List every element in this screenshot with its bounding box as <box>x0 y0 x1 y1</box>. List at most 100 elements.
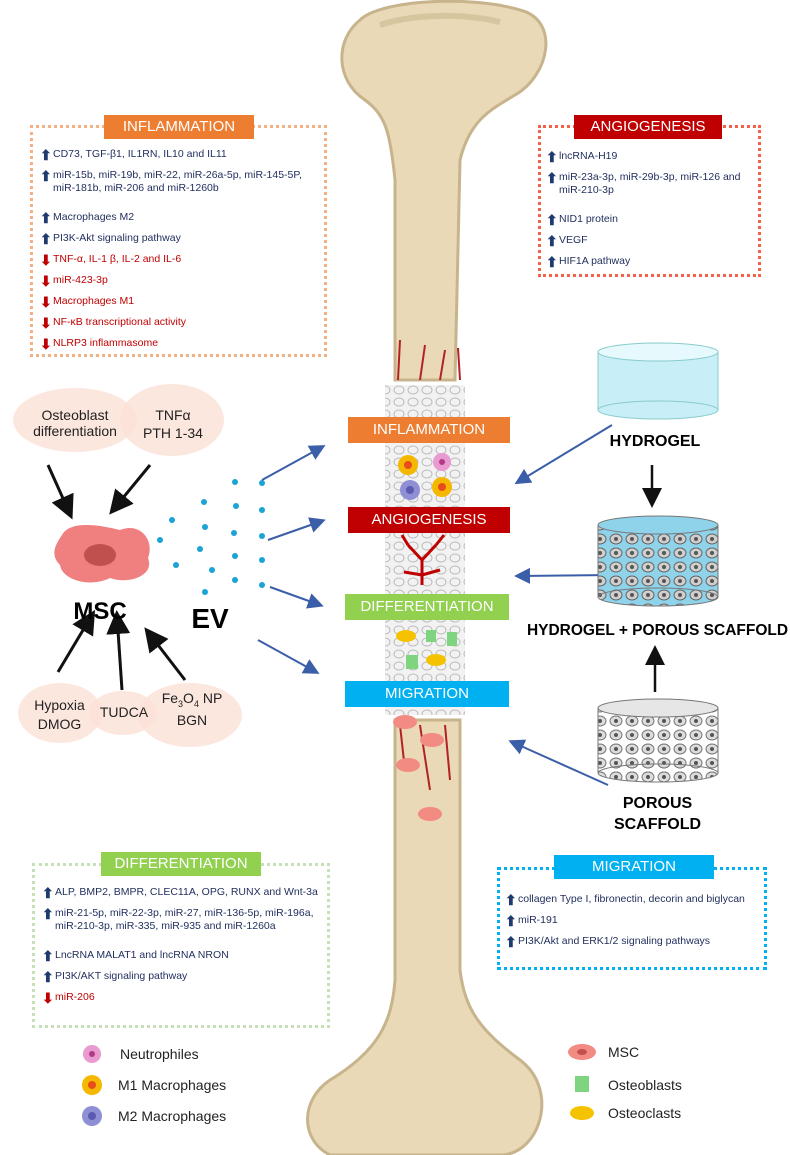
legend-osteoblasts: Osteoblasts <box>608 1077 682 1093</box>
down-arrow-icon: ⬇ <box>40 337 52 351</box>
item-text: miR-21-5p, miR-22-3p, miR-27, miR-136-5p… <box>55 907 314 932</box>
migration-item: ⬆miR-191 <box>505 914 763 927</box>
legend-m2-macrophages: M2 Macrophages <box>118 1108 226 1124</box>
hypoxia-label: Hypoxia <box>22 697 97 713</box>
differentiation-item: ⬆LncRNA MALAT1 and lncRNA NRON <box>42 949 326 962</box>
bgn-label: BGN <box>152 712 232 728</box>
stage-angiogenesis: ANGIOGENESIS <box>348 507 510 533</box>
differentiation-item: ⬆PI3K/AKT signaling pathway <box>42 970 326 983</box>
tnf-alpha-label: TNFα <box>138 407 208 423</box>
tudca-label: TUDCA <box>94 704 154 720</box>
fe3o4-np: NP <box>199 690 222 706</box>
dmog-label: DMOG <box>22 716 97 732</box>
angiogenesis-item: ⬆NID1 protein <box>546 213 758 226</box>
up-arrow-icon: ⬆ <box>505 893 517 907</box>
msc-label: MSC <box>60 598 140 626</box>
item-text: PI3K/AKT signaling pathway <box>55 970 187 982</box>
hydrogel-scaffold-cylinder <box>598 516 718 606</box>
item-text: ALP, BMP2, BMPR, CLEC11A, OPG, RUNX and … <box>55 886 318 898</box>
pth-label: PTH 1-34 <box>128 425 218 441</box>
item-text: PI3K-Akt signaling pathway <box>53 232 181 244</box>
differentiation-panel-title: DIFFERENTIATION <box>101 852 261 876</box>
inflammation-item: ⬇TNF-α, IL-1 β, IL-2 and IL-6 <box>40 253 322 266</box>
item-text: TNF-α, IL-1 β, IL-2 and IL-6 <box>53 253 181 265</box>
up-arrow-icon: ⬆ <box>40 211 52 225</box>
hydrogel-cylinder <box>598 343 718 419</box>
item-text: collagen Type I, fibronectin, decorin an… <box>518 893 745 905</box>
angiogenesis-item: ⬆VEGF <box>546 234 758 247</box>
up-arrow-icon: ⬆ <box>546 150 558 164</box>
differentiation-item: ⬆miR-21-5p, miR-22-3p, miR-27, miR-136-5… <box>42 907 326 933</box>
up-arrow-icon: ⬆ <box>505 935 517 949</box>
up-arrow-icon: ⬆ <box>42 886 54 900</box>
differentiation-item: ⬇miR-206 <box>42 991 326 1004</box>
down-arrow-icon: ⬇ <box>40 253 52 267</box>
porous-scaffold-label-line2: SCAFFOLD <box>605 816 710 834</box>
ev-label: EV <box>180 603 240 635</box>
item-text: PI3K/Akt and ERK1/2 signaling pathways <box>518 935 710 947</box>
stage-differentiation: DIFFERENTIATION <box>345 594 509 620</box>
angiogenesis-panel-title: ANGIOGENESIS <box>574 115 722 139</box>
fe3o4-fe: Fe <box>162 690 178 706</box>
down-arrow-icon: ⬇ <box>40 295 52 309</box>
stage-migration: MIGRATION <box>345 681 509 707</box>
item-text: miR-191 <box>518 914 558 926</box>
inflammation-item: ⬇miR-423-3p <box>40 274 322 287</box>
up-arrow-icon: ⬆ <box>546 171 558 185</box>
inflammation-item: ⬇Macrophages M1 <box>40 295 322 308</box>
up-arrow-icon: ⬆ <box>42 970 54 984</box>
legend-neutrophiles: Neutrophiles <box>120 1046 199 1062</box>
angiogenesis-item: ⬆miR-23a-3p, miR-29b-3p, miR-126 and miR… <box>546 171 758 197</box>
down-arrow-icon: ⬇ <box>40 274 52 288</box>
migration-panel-title: MIGRATION <box>554 855 714 879</box>
inflammation-item: ⬆PI3K-Akt signaling pathway <box>40 232 322 245</box>
differentiation-item: ⬆ALP, BMP2, BMPR, CLEC11A, OPG, RUNX and… <box>42 886 326 899</box>
ev-dots <box>157 479 265 595</box>
angiogenesis-item: ⬆HIF1A pathway <box>546 255 758 268</box>
hydrogel-porous-scaffold-label: HYDROGEL + POROUS SCAFFOLD <box>525 622 790 640</box>
item-text: NF-κB transcriptional activity <box>53 316 186 328</box>
porous-scaffold-cylinder <box>598 699 718 782</box>
hydrogel-label: HYDROGEL <box>590 433 720 451</box>
item-text: miR-423-3p <box>53 274 108 286</box>
fe3o4-label: Fe3O4 NP <box>152 690 232 712</box>
up-arrow-icon: ⬆ <box>40 169 52 183</box>
item-text: NID1 protein <box>559 213 618 225</box>
porous-scaffold-label-line1: POROUS <box>605 795 710 813</box>
item-text: miR-23a-3p, miR-29b-3p, miR-126 and miR-… <box>559 171 741 196</box>
item-text: VEGF <box>559 234 588 246</box>
inflammation-panel-title: INFLAMMATION <box>104 115 254 139</box>
legend-osteoclasts: Osteoclasts <box>608 1105 681 1121</box>
up-arrow-icon: ⬆ <box>546 234 558 248</box>
legend-msc: MSC <box>608 1044 639 1060</box>
up-arrow-icon: ⬆ <box>546 255 558 269</box>
angiogenesis-item: ⬆lncRNA-H19 <box>546 150 758 163</box>
item-text: miR-15b, miR-19b, miR-22, miR-26a-5p, mi… <box>53 169 302 194</box>
inflammation-item: ⬇NLRP3 inflammasome <box>40 337 322 350</box>
inflammation-item: ⬆Macrophages M2 <box>40 211 322 224</box>
up-arrow-icon: ⬆ <box>42 907 54 921</box>
item-text: HIF1A pathway <box>559 255 630 267</box>
msc-cell <box>54 525 149 582</box>
down-arrow-icon: ⬇ <box>40 316 52 330</box>
item-text: miR-206 <box>55 991 95 1003</box>
item-text: Macrophages M2 <box>53 211 134 223</box>
migration-item: ⬆PI3K/Akt and ERK1/2 signaling pathways <box>505 935 763 948</box>
legend-m1-macrophages: M1 Macrophages <box>118 1077 226 1093</box>
item-text: NLRP3 inflammasome <box>53 337 158 349</box>
item-text: CD73, TGF-β1, IL1RN, IL10 and IL11 <box>53 148 227 160</box>
item-text: Macrophages M1 <box>53 295 134 307</box>
migration-item: ⬆collagen Type I, fibronectin, decorin a… <box>505 893 763 906</box>
item-text: lncRNA-H19 <box>559 150 617 162</box>
up-arrow-icon: ⬆ <box>546 213 558 227</box>
inflammation-item: ⬆CD73, TGF-β1, IL1RN, IL10 and IL11 <box>40 148 322 161</box>
item-text: LncRNA MALAT1 and lncRNA NRON <box>55 949 229 961</box>
inflammation-item: ⬆miR-15b, miR-19b, miR-22, miR-26a-5p, m… <box>40 169 322 195</box>
up-arrow-icon: ⬆ <box>42 949 54 963</box>
bone-illustration <box>308 1 546 1155</box>
up-arrow-icon: ⬆ <box>40 148 52 162</box>
up-arrow-icon: ⬆ <box>40 232 52 246</box>
stage-inflammation: INFLAMMATION <box>348 417 510 443</box>
fe3o4-o: O <box>183 690 194 706</box>
osteoblast-differentiation-label: Osteoblast differentiation <box>20 407 130 439</box>
